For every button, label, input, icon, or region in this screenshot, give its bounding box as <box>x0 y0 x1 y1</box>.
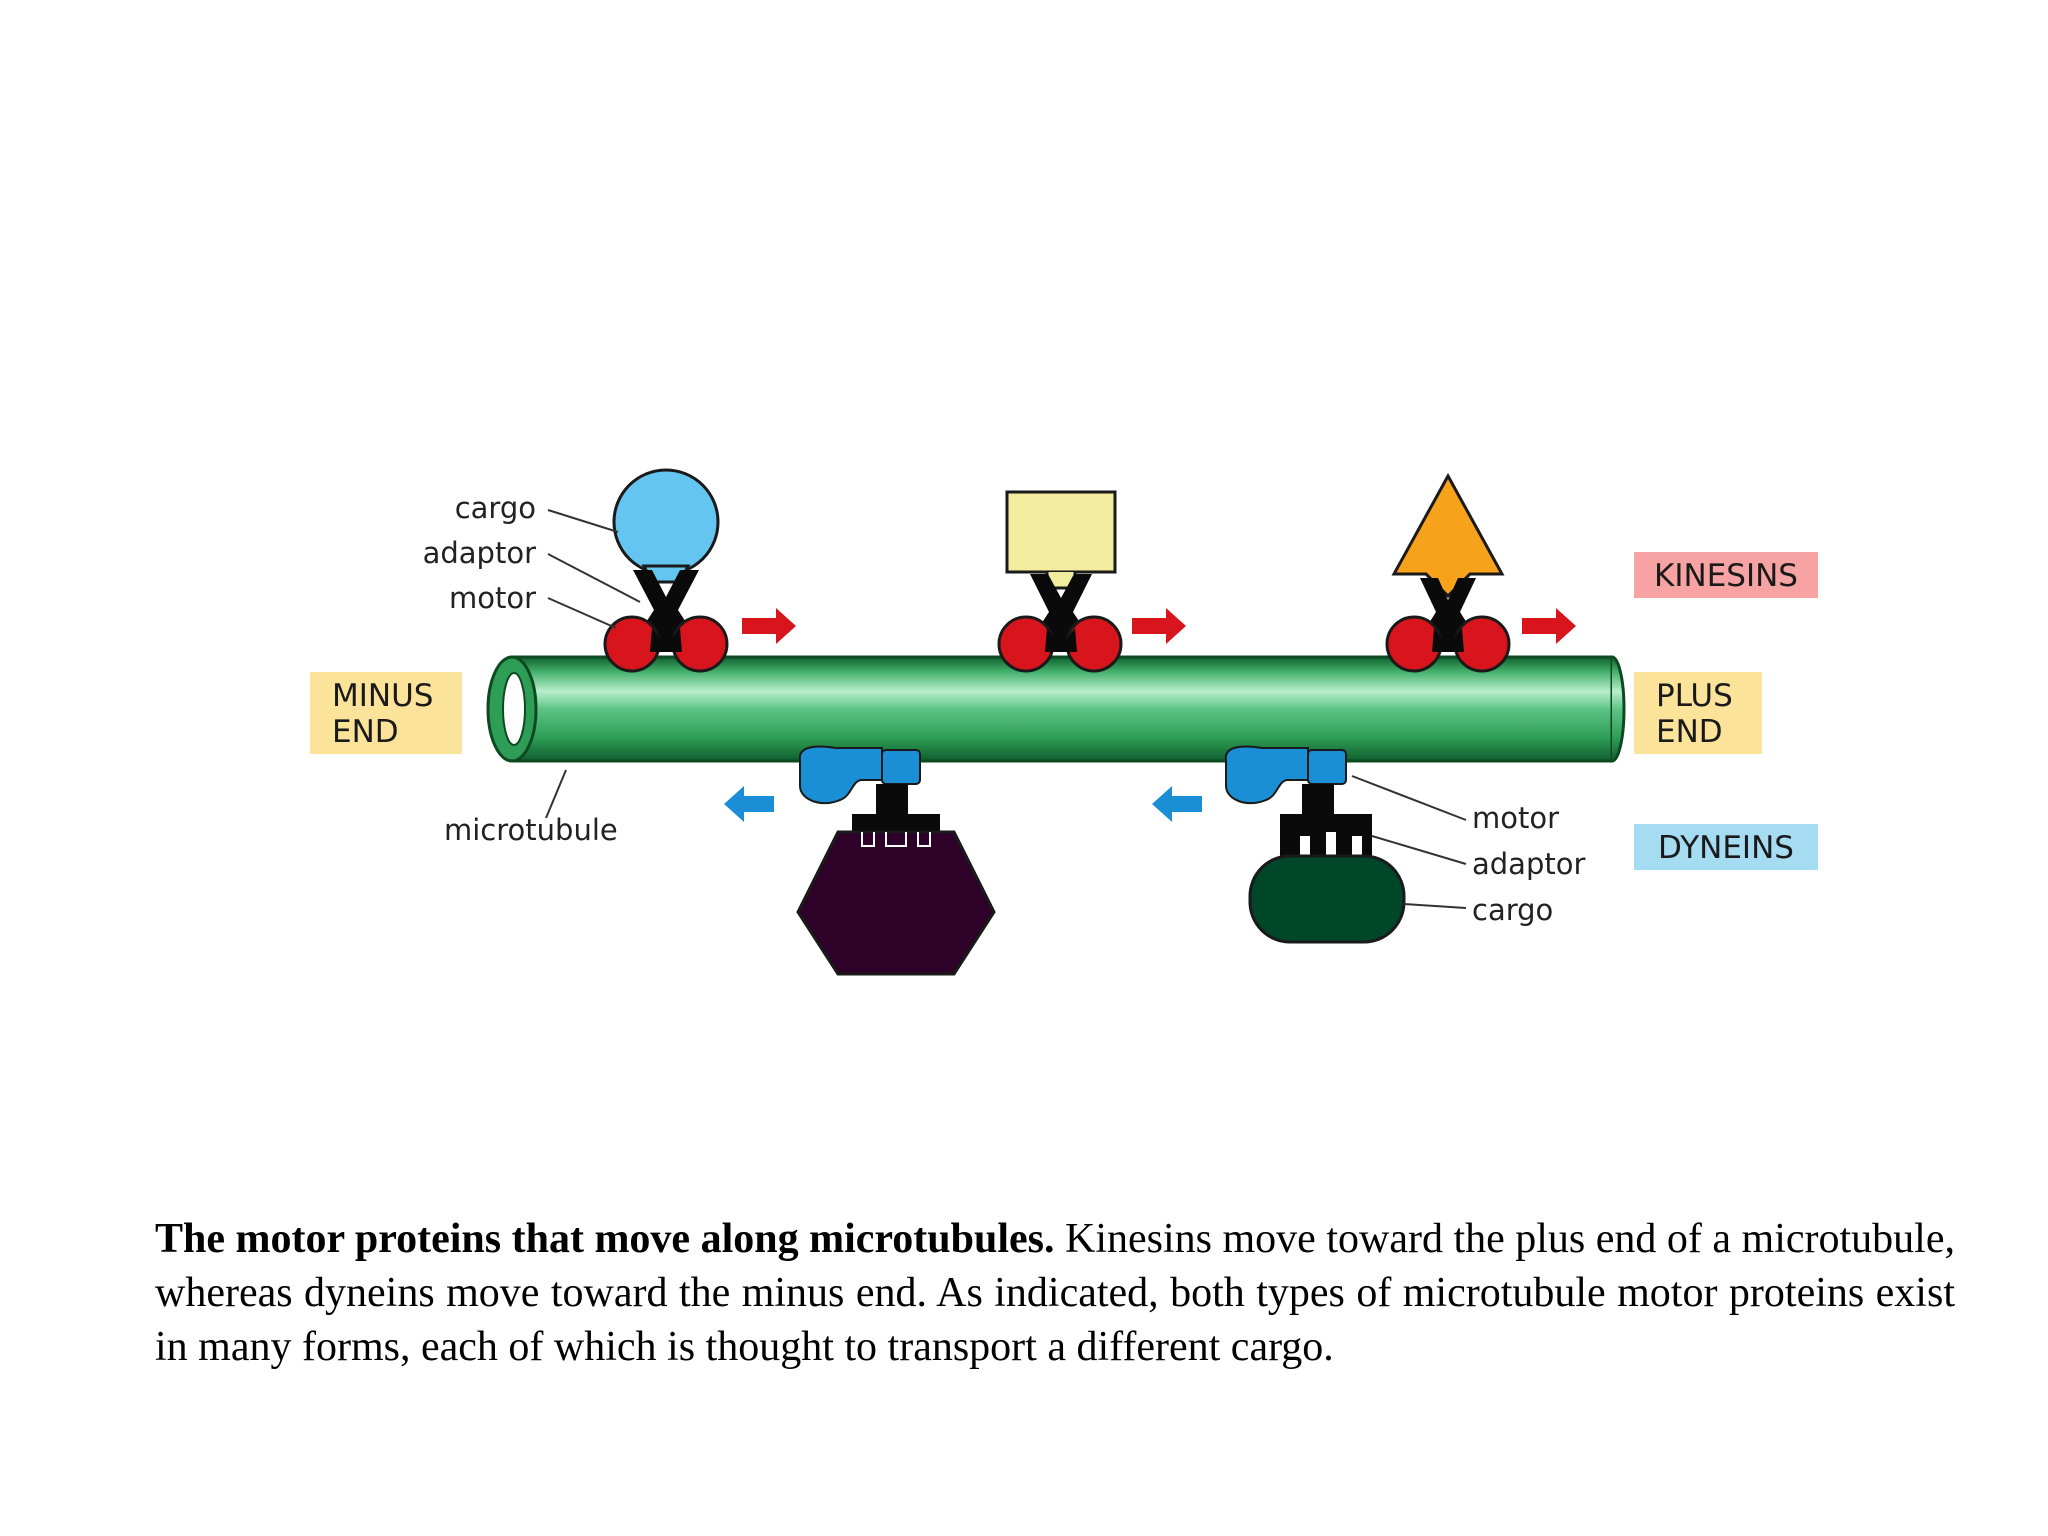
kinesins-label: KINESINS <box>1654 558 1798 594</box>
label-microtubule: microtubule <box>444 813 618 847</box>
label-adaptor-bottom: adaptor <box>1472 847 1585 881</box>
dynein-2 <box>1224 745 1406 944</box>
kinesins-tag: KINESINS <box>1634 552 1818 598</box>
kinesin-3 <box>1385 472 1511 673</box>
kinesin-motor-head <box>997 615 1055 673</box>
adaptor <box>1280 814 1372 856</box>
label-motor-top: motor <box>449 581 536 615</box>
plus-end-line2: END <box>1656 714 1723 750</box>
cargo-hexagon <box>796 830 996 976</box>
caption-title: The motor proteins that move along micro… <box>155 1216 1055 1262</box>
label-motor-bottom: motor <box>1472 801 1559 835</box>
plus-direction-arrow <box>1132 608 1186 644</box>
kinesin-2 <box>997 490 1123 673</box>
dynein-stalk <box>1302 784 1334 814</box>
plus-end-line1: PLUS <box>1656 678 1733 714</box>
microtubule <box>486 655 1626 763</box>
minus-direction-arrow <box>1152 786 1202 822</box>
cargo-rounded <box>1248 854 1406 944</box>
minus-end-line1: MINUS <box>332 678 433 714</box>
label-cargo-bottom: cargo <box>1472 893 1553 927</box>
cargo-square <box>1005 490 1117 574</box>
figure-caption: The motor proteins that move along micro… <box>155 1212 1955 1374</box>
leader-lines <box>545 509 1467 909</box>
minus-end-line2: END <box>332 714 399 750</box>
dyneins-label: DYNEINS <box>1658 830 1794 866</box>
label-adaptor-top: adaptor <box>423 536 536 570</box>
dynein-motor <box>798 745 883 805</box>
kinesin-1 <box>603 468 729 673</box>
minus-end-tag: MINUS END <box>310 672 462 754</box>
caption-text: Kinesins move toward the plus end of a m… <box>155 1216 1955 1370</box>
minus-direction-arrow <box>724 786 774 822</box>
plus-end-tag: PLUS END <box>1634 672 1762 754</box>
cargo-round <box>612 468 720 576</box>
dynein-motor <box>1224 745 1309 805</box>
plus-direction-arrow <box>742 608 796 644</box>
plus-direction-arrow <box>1522 608 1576 644</box>
dynein-1 <box>796 745 996 976</box>
dynein-stalk <box>876 784 908 814</box>
cargo-triangle <box>1391 472 1505 599</box>
dyneins-tag: DYNEINS <box>1634 824 1818 870</box>
label-cargo-top: cargo <box>455 491 536 525</box>
